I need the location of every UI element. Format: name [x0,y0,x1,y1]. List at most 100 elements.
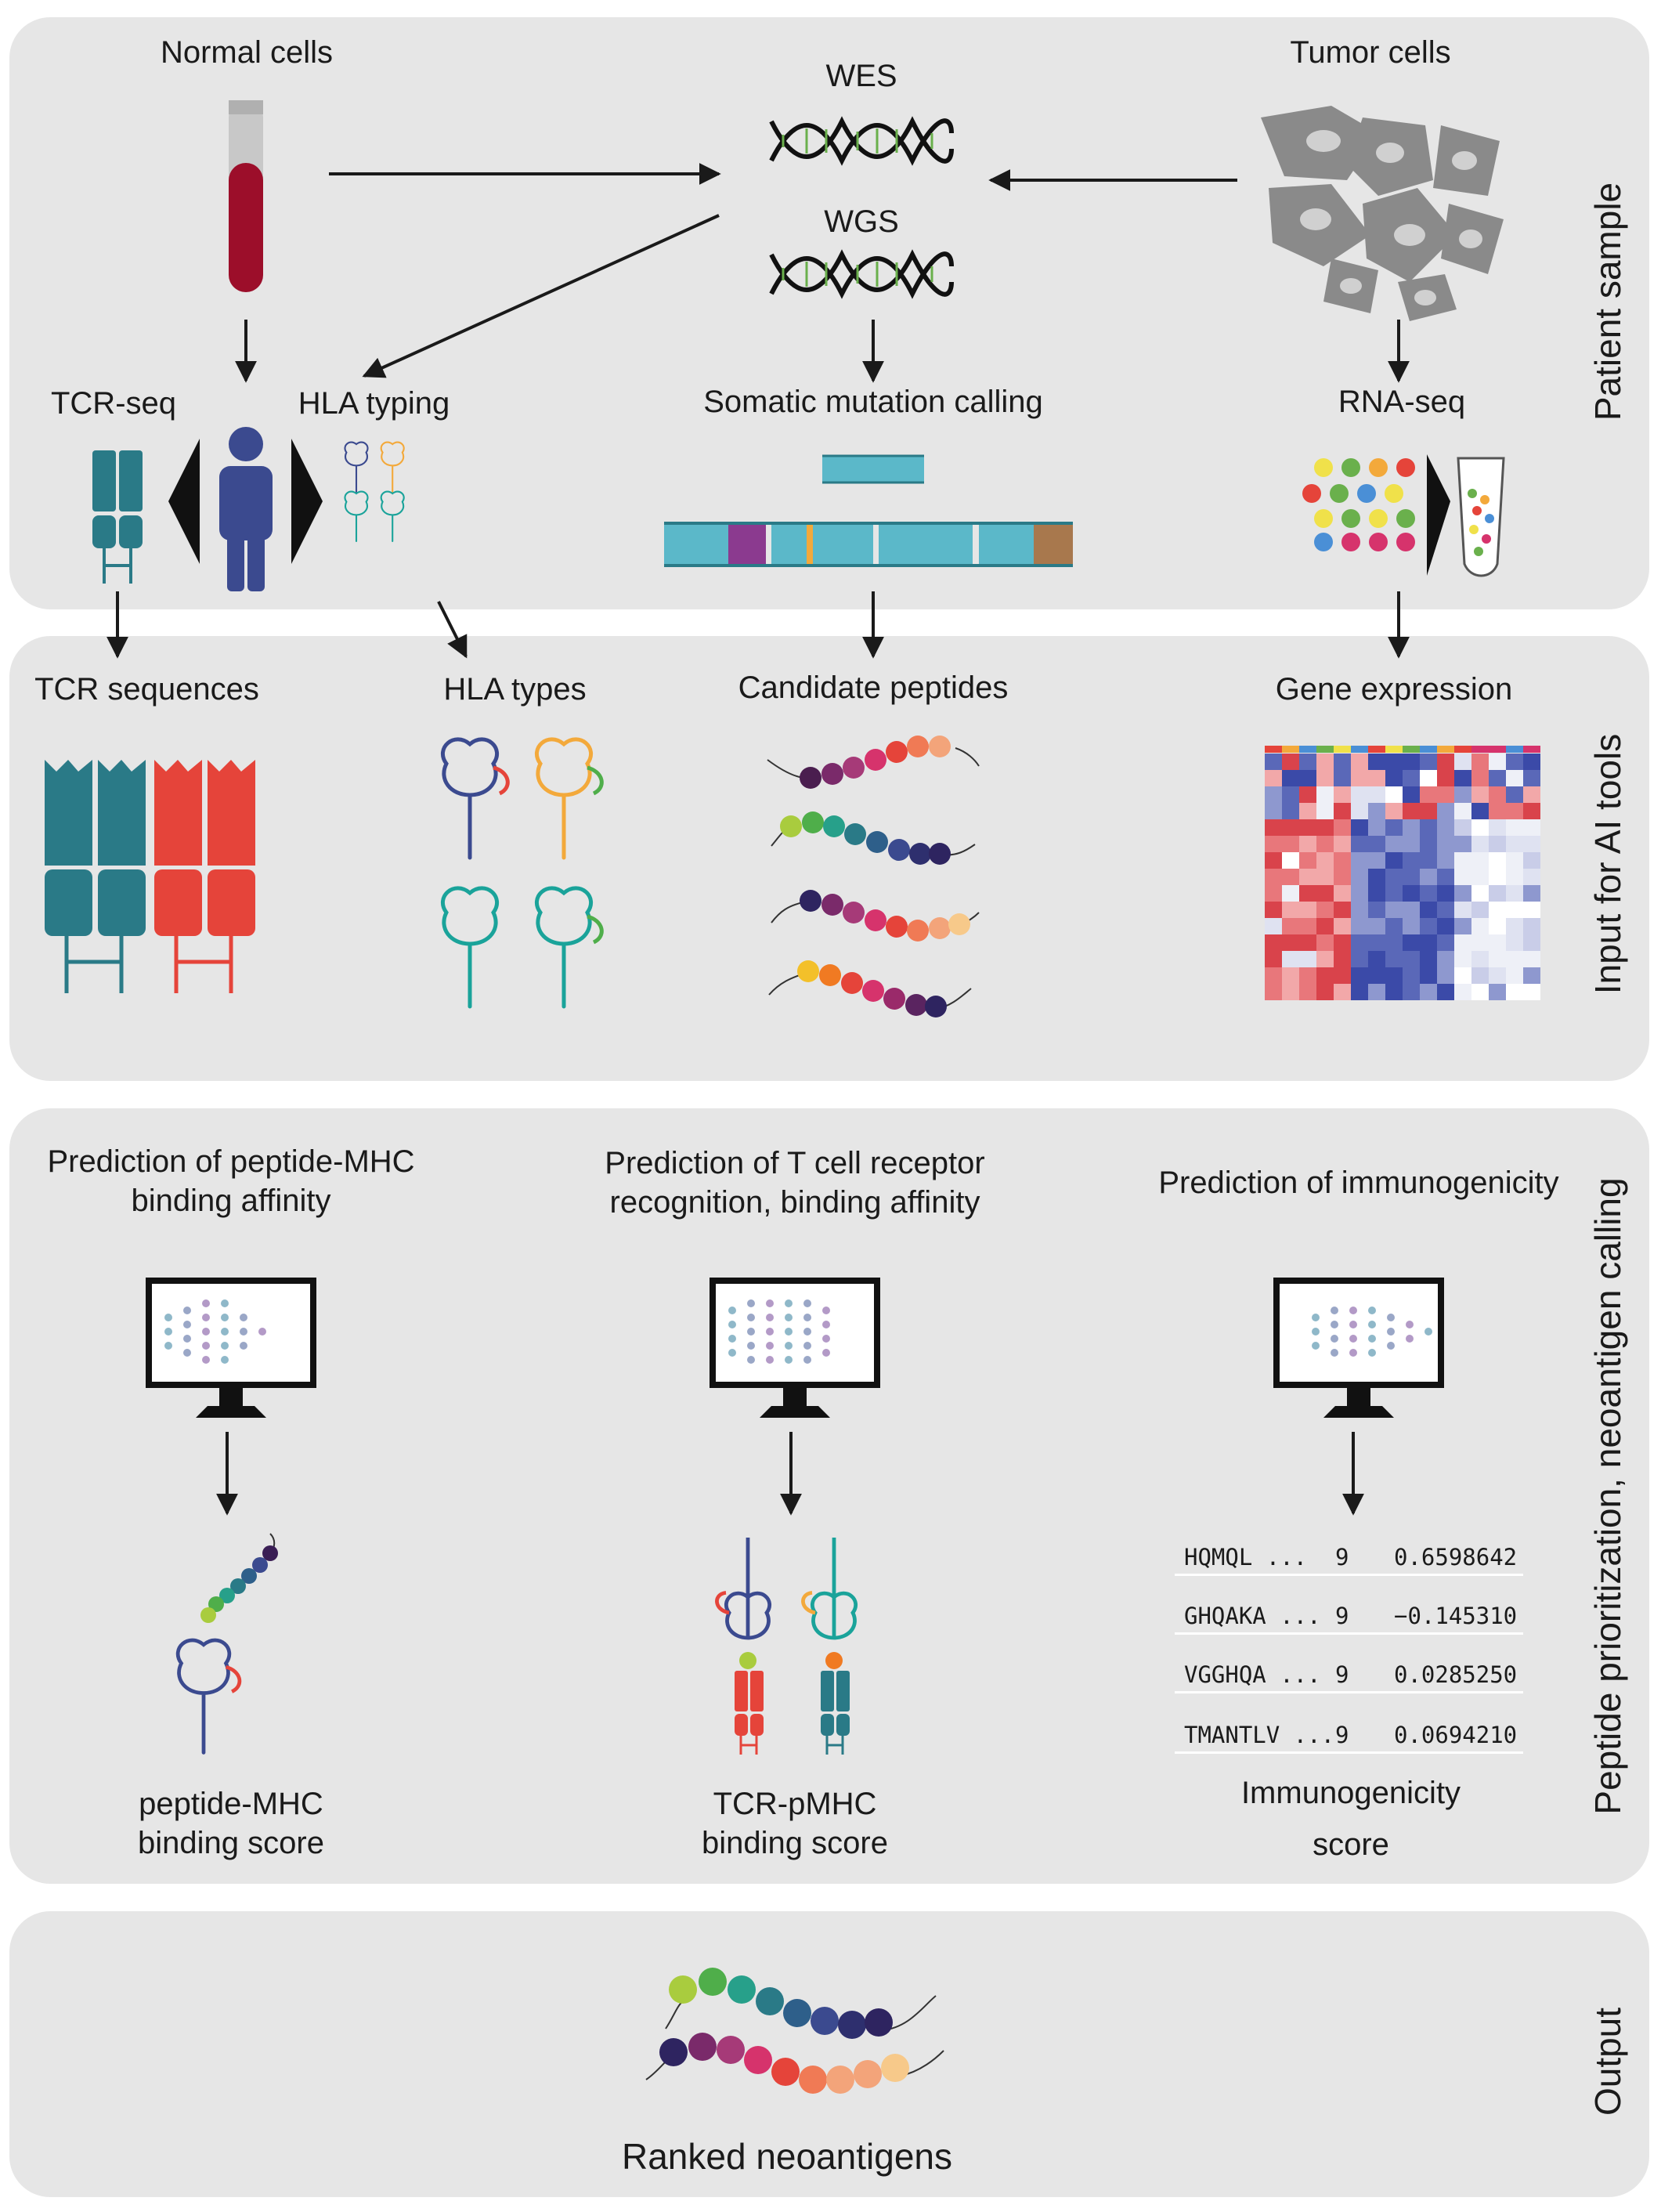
heatmap-cell [1265,869,1282,885]
network-node [1349,1307,1357,1314]
heatmap-cell [1351,902,1368,918]
heatmap-cell [1489,902,1506,918]
network-node [803,1342,811,1350]
network-node [1312,1314,1320,1321]
heatmap-cell [1454,918,1471,934]
heatmap-cell [1523,885,1540,902]
network-node [221,1299,229,1307]
heatmap-cell [1454,836,1471,852]
heatmap-header-cell [1523,746,1540,753]
heatmap-cell [1334,918,1351,934]
network-node [183,1349,191,1357]
heatmap-header-cell [1420,746,1437,753]
monitor-pmhc-icon [146,1278,316,1418]
heatmap-cell [1316,967,1334,984]
network-node [822,1307,830,1314]
heatmap-cell [1351,836,1368,852]
monitor-immunogenicity-icon [1273,1278,1444,1418]
heatmap-cell [1368,786,1385,803]
network-node [766,1314,774,1321]
network-node [785,1342,793,1350]
heatmap-cell [1299,951,1316,967]
heatmap-cell [1489,803,1506,819]
heatmap-cell [1334,803,1351,819]
tcr-prediction-title: Prediction of T cell receptor recognitio… [605,1146,985,1220]
heatmap-cell [1403,967,1420,984]
network-node [1387,1342,1395,1350]
arrows-panel-1 [107,163,1410,659]
heatmap-cell [1454,902,1471,918]
neural-network-dots [164,1299,1432,1364]
table-row: HQMQL ... 9 0.6598642 [1175,1539,1523,1576]
length-cell: 9 [1335,1544,1349,1570]
network-node [202,1356,210,1364]
heatmap-cell [1368,984,1385,1000]
heatmap-cell [1334,951,1351,967]
network-node [221,1328,229,1336]
arrows-panel-3 [216,1432,1364,1516]
heatmap-cell [1403,819,1420,836]
heatmap-cell [1385,770,1403,786]
heatmap-cell [1282,934,1299,951]
network-node [1368,1321,1376,1328]
heatmap-cell [1351,951,1368,967]
pmhc-prediction-title: Prediction of peptide-MHC binding affini… [47,1144,415,1218]
heatmap-cell [1437,885,1454,902]
heatmap-cell [1351,885,1368,902]
heatmap-cell [1420,885,1437,902]
heatmap-cell [1351,803,1368,819]
heatmap-cell [1403,869,1420,885]
heatmap-cell [1489,869,1506,885]
heatmap-cell [1489,852,1506,869]
pmhc-score-label: peptide-MHC binding score [138,1787,324,1860]
heatmap-cell [1489,754,1506,770]
output-side-label: Output [1587,2007,1628,2116]
heatmap-cell [1299,836,1316,852]
network-node [822,1349,830,1357]
heatmap-cell [1265,786,1282,803]
heatmap-cell [1437,934,1454,951]
network-node [747,1314,755,1321]
heatmap-header-cell [1282,746,1299,753]
somatic-mutation-calling-label: Somatic mutation calling [703,385,1043,419]
heatmap-cell [1299,803,1316,819]
network-node [183,1307,191,1314]
heatmap-cell [1420,934,1437,951]
immunogenicity-score-label-1: Immunogenicity [1240,1776,1461,1810]
heatmap-cell [1368,967,1385,984]
heatmap-cell [1471,918,1489,934]
score-cell: −0.145310 [1394,1603,1518,1629]
sequencing-reads-icon [664,454,1073,567]
candidate-peptides-label: Candidate peptides [738,670,1009,705]
network-node [240,1314,247,1321]
heatmap-header-cell [1265,746,1282,753]
network-node [164,1328,172,1336]
heatmap-cell [1471,951,1489,967]
heatmap-cell [1334,852,1351,869]
network-node [728,1349,736,1357]
person-icon [168,427,323,591]
heatmap-cell [1385,934,1403,951]
heatmap-cell [1316,885,1334,902]
heatmap-cell [1471,934,1489,951]
score-cell: 0.6598642 [1394,1544,1518,1570]
heatmap-cell [1282,902,1299,918]
heatmap-cell [1299,885,1316,902]
heatmap-cell [1316,754,1334,770]
length-cell: 9 [1335,1603,1349,1629]
heatmap-cell [1471,786,1489,803]
immunogenicity-score-label-2: score [1313,1827,1389,1862]
heatmap-cell [1334,836,1351,852]
heatmap-cell [1454,934,1471,951]
prediction-panel [9,1108,1649,1884]
network-node [1424,1328,1432,1336]
table-row: VGGHQA ... 9 0.0285250 [1175,1657,1523,1693]
network-node [1349,1321,1357,1328]
heatmap-cell [1437,951,1454,967]
ranked-neoantigens-label: Ranked neoantigens [622,2136,952,2177]
heatmap-cell [1523,902,1540,918]
heatmap-header-cell [1351,746,1368,753]
monitor-tcr-icon [710,1278,880,1418]
heatmap-cell [1385,754,1403,770]
heatmap-cell [1282,918,1299,934]
